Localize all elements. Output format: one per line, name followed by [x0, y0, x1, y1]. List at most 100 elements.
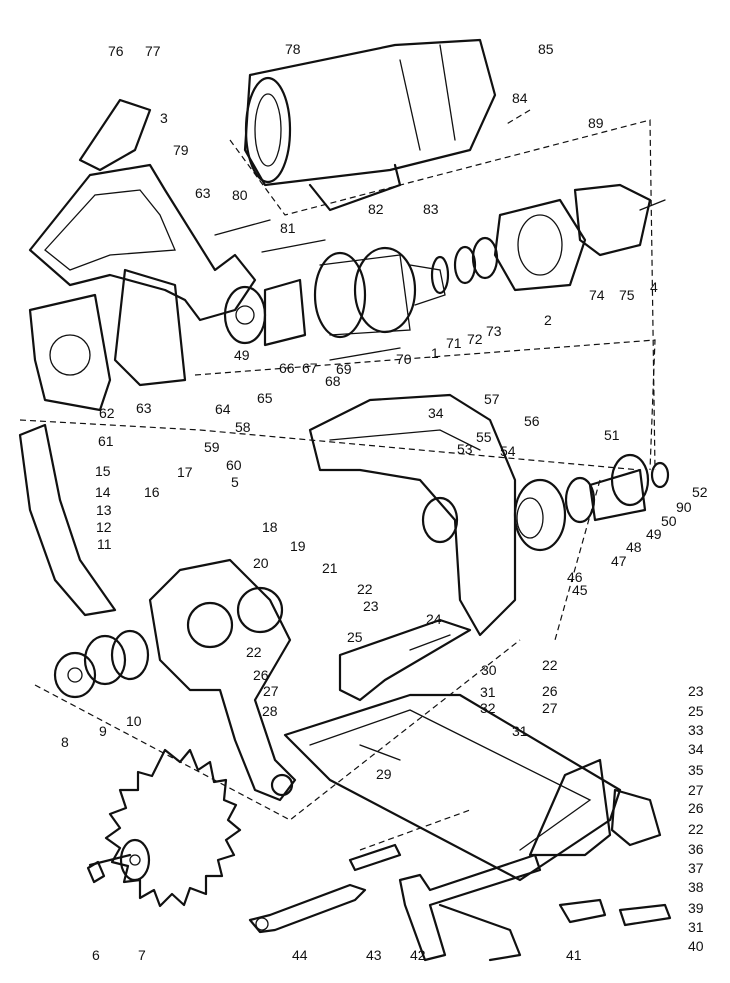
callout-label: 76 — [108, 43, 124, 59]
callout-label: 83 — [423, 201, 439, 217]
callout-label: 40 — [688, 938, 704, 954]
depth-bracket — [338, 618, 472, 702]
callout-label: 69 — [336, 361, 352, 377]
callout-label: 2 — [544, 312, 552, 328]
callout-label: 26 — [253, 667, 269, 683]
saw-blade — [88, 748, 242, 908]
callout-label: 41 — [566, 947, 582, 963]
callout-label: 84 — [512, 90, 528, 106]
callout-label: 6 — [92, 947, 100, 963]
callout-label: 17 — [177, 464, 193, 480]
callout-label: 23 — [688, 683, 704, 699]
callout-label: 38 — [688, 879, 704, 895]
callout-label: 85 — [538, 41, 554, 57]
brush-holder — [573, 183, 666, 257]
callout-label: 26 — [688, 800, 704, 816]
callout-label: 13 — [96, 502, 112, 518]
callout-label: 52 — [692, 484, 708, 500]
callout-label: 7 — [138, 947, 146, 963]
callout-label: 4 — [650, 279, 658, 295]
callout-label: 74 — [589, 287, 605, 303]
callout-label: 34 — [428, 405, 444, 421]
callout-label: 5 — [231, 474, 239, 490]
callout-label: 59 — [204, 439, 220, 455]
callout-label: 31 — [512, 723, 528, 739]
callout-label: 57 — [484, 391, 500, 407]
callout-label: 26 — [542, 683, 558, 699]
callout-label: 29 — [376, 766, 392, 782]
lower-blade-guard — [18, 423, 117, 617]
callout-label: 43 — [366, 947, 382, 963]
bolt-6 — [86, 860, 106, 884]
callout-label: 33 — [688, 722, 704, 738]
callout-label: 72 — [467, 331, 483, 347]
callout-label: 18 — [262, 519, 278, 535]
callout-label: 20 — [253, 555, 269, 571]
callout-label: 79 — [173, 142, 189, 158]
callout-label: 77 — [145, 43, 161, 59]
callout-label: 49 — [646, 526, 662, 542]
handle-housing — [28, 98, 257, 387]
callout-label: 22 — [688, 821, 704, 837]
callout-label: 27 — [263, 683, 279, 699]
callout-label: 64 — [215, 401, 231, 417]
bolt-43 — [348, 843, 402, 872]
callout-label: 8 — [61, 734, 69, 750]
gear-train — [513, 453, 670, 552]
callout-label: 22 — [542, 657, 558, 673]
rip-fence — [398, 853, 542, 962]
callout-label: 47 — [611, 553, 627, 569]
small-brackets — [558, 898, 672, 927]
callout-label: 24 — [426, 611, 442, 627]
callout-label: 45 — [572, 582, 588, 598]
field-stator — [493, 198, 587, 292]
callout-label: 81 — [280, 220, 296, 236]
callout-label: 28 — [262, 703, 278, 719]
armature-assembly — [313, 236, 499, 339]
callout-label: 58 — [235, 419, 251, 435]
callout-label: 60 — [226, 457, 242, 473]
bearing-plate — [214, 219, 401, 361]
callout-label: 71 — [446, 335, 462, 351]
callout-label: 16 — [144, 484, 160, 500]
motor-housing — [243, 38, 497, 212]
callout-label: 82 — [368, 201, 384, 217]
callout-label: 51 — [604, 427, 620, 443]
callout-label: 78 — [285, 41, 301, 57]
callout-label: 49 — [234, 347, 250, 363]
callout-label: 27 — [688, 782, 704, 798]
callout-label: 10 — [126, 713, 142, 729]
callout-label: 65 — [257, 390, 273, 406]
bevel-bracket — [528, 758, 662, 857]
callout-label: 30 — [481, 662, 497, 678]
guard-arm — [148, 558, 297, 802]
callout-label: 55 — [476, 429, 492, 445]
callout-label: 37 — [688, 860, 704, 876]
callout-label: 31 — [688, 919, 704, 935]
callout-label: 1 — [431, 345, 439, 361]
callout-label: 89 — [588, 115, 604, 131]
callout-label: 62 — [99, 405, 115, 421]
callout-label: 42 — [410, 947, 426, 963]
callout-label: 34 — [688, 741, 704, 757]
gear-housing-end — [28, 293, 112, 412]
callout-label: 39 — [688, 900, 704, 916]
callout-label: 15 — [95, 463, 111, 479]
callout-label: 50 — [661, 513, 677, 529]
callout-label: 70 — [396, 351, 412, 367]
callout-label: 44 — [292, 947, 308, 963]
callout-label: 35 — [688, 762, 704, 778]
callout-label: 22 — [246, 644, 262, 660]
callout-label: 12 — [96, 519, 112, 535]
callout-label: 46 — [567, 569, 583, 585]
callout-label: 9 — [99, 723, 107, 739]
callout-label: 54 — [500, 443, 516, 459]
callout-label: 66 — [279, 360, 295, 376]
callout-label: 68 — [325, 373, 341, 389]
callout-label: 73 — [486, 323, 502, 339]
callout-label: 25 — [688, 703, 704, 719]
callout-label: 61 — [98, 433, 114, 449]
callout-label: 32 — [480, 700, 496, 716]
callout-label: 63 — [136, 400, 152, 416]
